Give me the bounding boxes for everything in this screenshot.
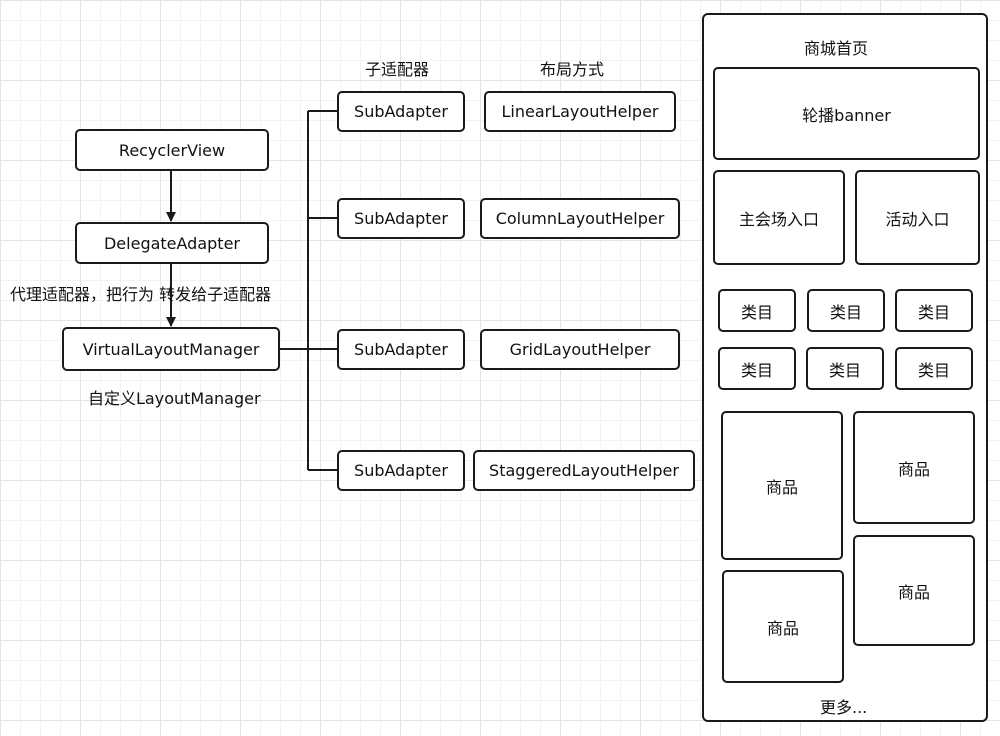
recycler-view-node: RecyclerView: [75, 129, 269, 171]
category-block-2: 类目: [807, 289, 885, 332]
category-block-4: 类目: [718, 347, 796, 390]
virtual-layout-manager-node: VirtualLayoutManager: [62, 327, 280, 371]
category-block-3: 类目: [895, 289, 973, 332]
column-layout-helper-node: ColumnLayoutHelper: [480, 198, 680, 239]
product-block-4: 商品: [722, 570, 844, 683]
sub-adapter-node-4: SubAdapter: [337, 450, 465, 491]
product-block-1: 商品: [721, 411, 843, 560]
sub-adapter-node-3: SubAdapter: [337, 329, 465, 370]
homepage-panel: 商城首页 轮播banner 主会场入口 活动入口 类目 类目 类目 类目 类目 …: [702, 13, 988, 722]
activity-entry-block: 活动入口: [855, 170, 980, 265]
more-label: 更多...: [820, 698, 868, 717]
product-block-3: 商品: [853, 535, 975, 646]
main-entry-block: 主会场入口: [713, 170, 845, 265]
homepage-title: 商城首页: [804, 39, 869, 58]
header-sub-adapter: 子适配器: [365, 60, 430, 79]
delegate-adapter-node: DelegateAdapter: [75, 222, 269, 264]
custom-layout-manager-note: 自定义LayoutManager: [88, 389, 261, 408]
category-block-1: 类目: [718, 289, 796, 332]
sub-adapter-node-2: SubAdapter: [337, 198, 465, 239]
category-block-5: 类目: [806, 347, 884, 390]
staggered-layout-helper-node: StaggeredLayoutHelper: [473, 450, 695, 491]
linear-layout-helper-node: LinearLayoutHelper: [484, 91, 676, 132]
category-block-6: 类目: [895, 347, 973, 390]
sub-adapter-node-1: SubAdapter: [337, 91, 465, 132]
banner-block: 轮播banner: [713, 67, 980, 160]
grid-layout-helper-node: GridLayoutHelper: [480, 329, 680, 370]
product-block-2: 商品: [853, 411, 975, 524]
header-layout-method: 布局方式: [540, 60, 605, 79]
delegate-note: 代理适配器，把行为 转发给子适配器: [10, 285, 272, 304]
